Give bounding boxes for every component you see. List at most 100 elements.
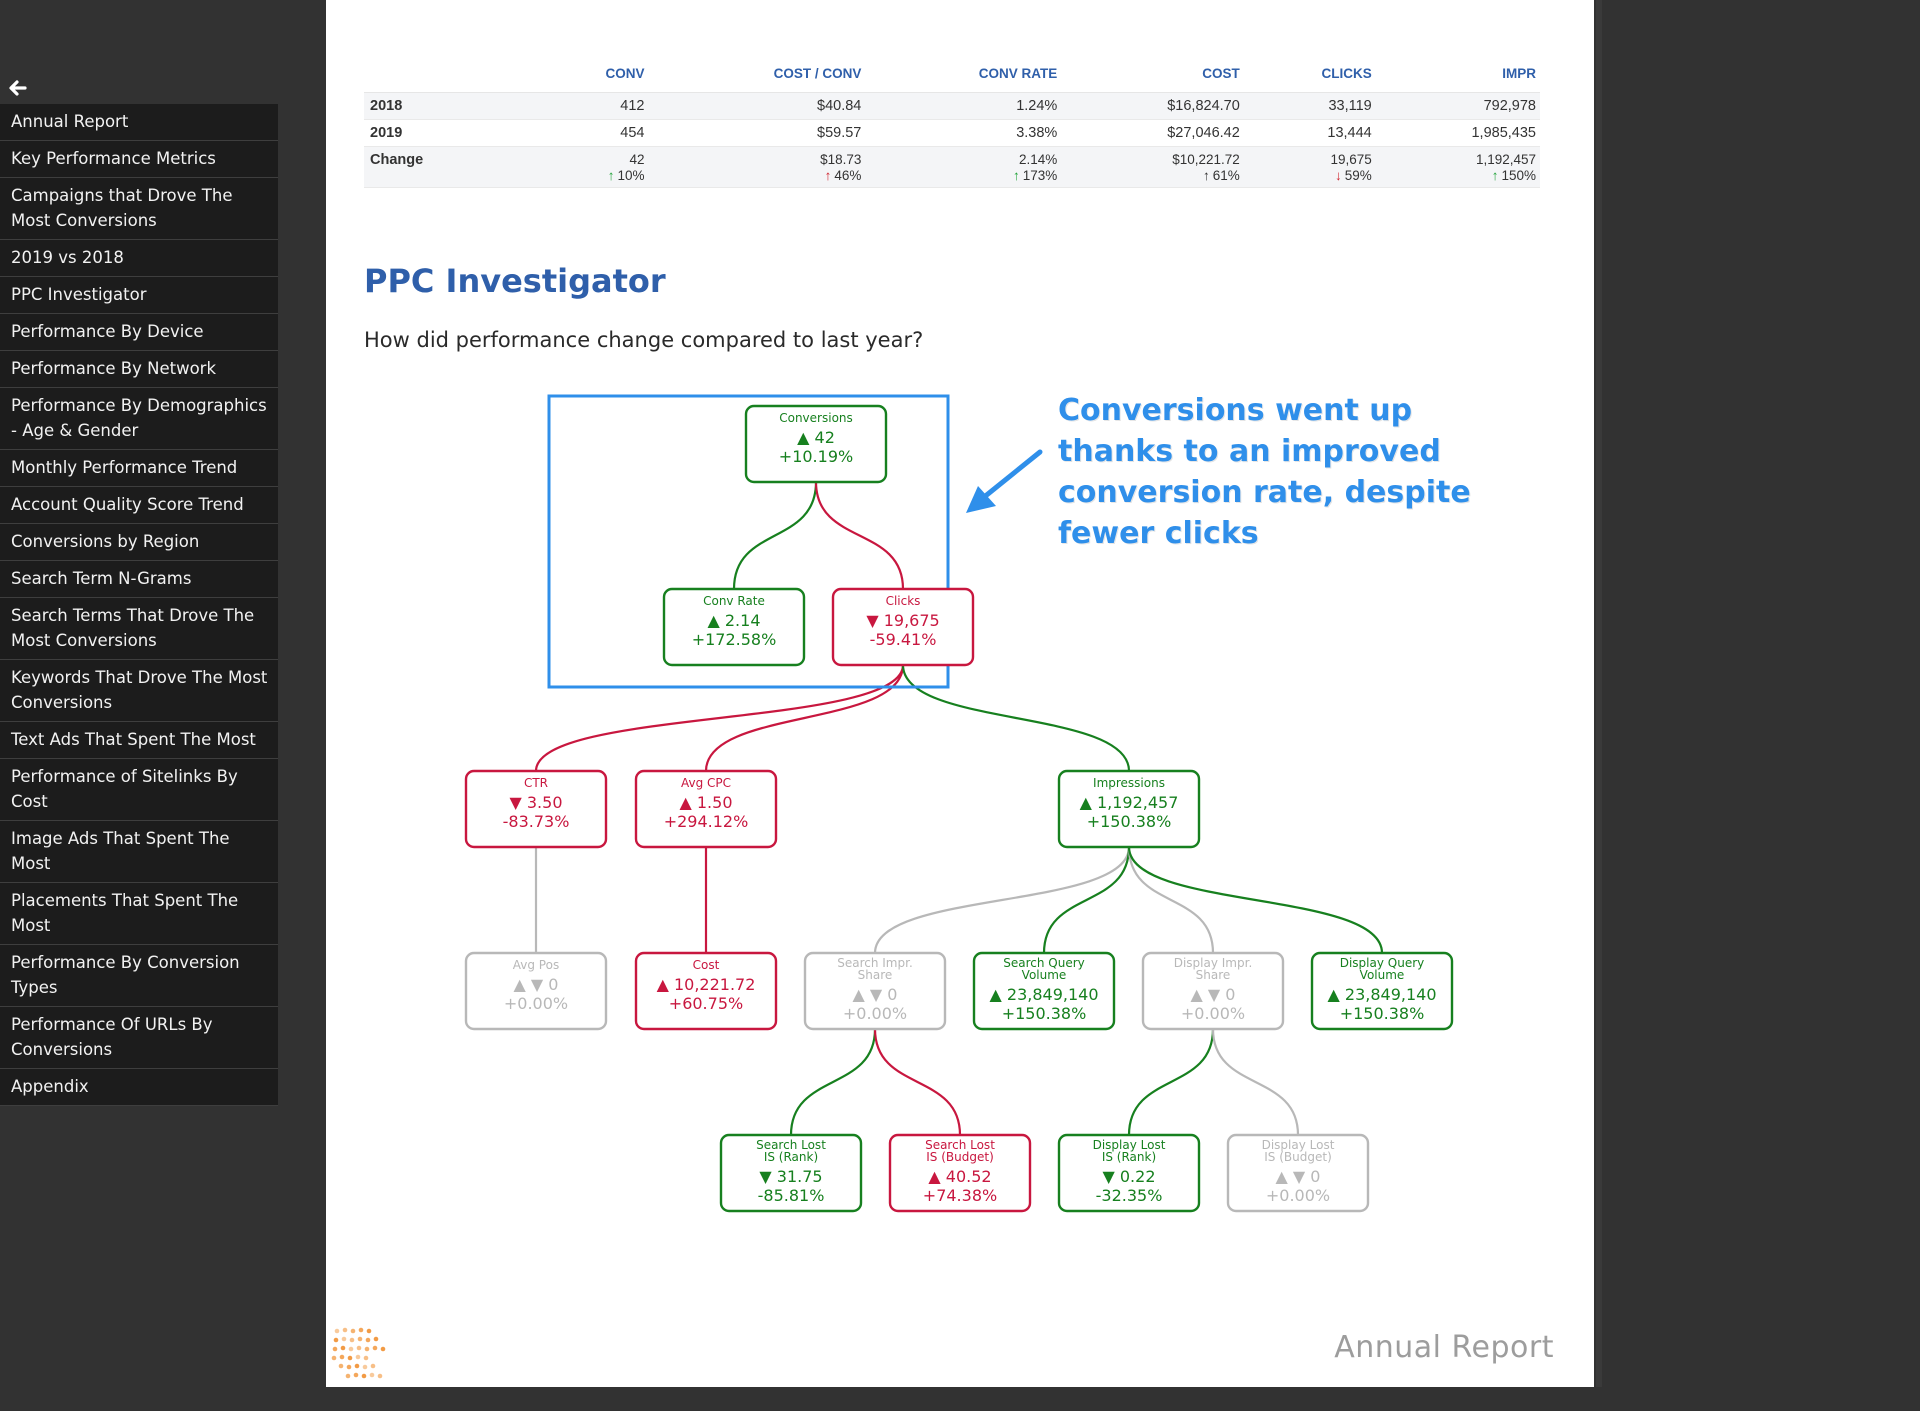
tree-node-percent: +0.00%	[504, 994, 568, 1013]
sidebar-item[interactable]: Appendix	[0, 1069, 278, 1106]
sidebar-item[interactable]: Search Term N-Grams	[0, 561, 278, 598]
tree-node-value: ▲ 10,221.72	[657, 975, 756, 994]
tree-node-label: Volume	[1022, 968, 1067, 982]
tree-node-label: Cost	[693, 958, 720, 972]
sidebar-item[interactable]: Performance By Network	[0, 351, 278, 388]
arrow-up-icon: ↑	[824, 168, 832, 183]
change-percent-text: 173%	[1022, 168, 1058, 183]
table-cell-change: 19,675↓59%	[1243, 146, 1376, 188]
tree-edge-display-impr-share-to-display-lost-budget	[1211, 1028, 1300, 1136]
sidebar-item[interactable]: Performance By Conversion Types	[0, 945, 278, 1007]
tree-node-box	[634, 951, 778, 1031]
sidebar-item[interactable]: Campaigns that Drove The Most Conversion…	[0, 178, 278, 240]
table-header-cost-per-conv: COST / CONV	[648, 62, 866, 93]
logo-dot	[372, 1345, 378, 1351]
callout-text: Conversions went up thanks to an improve…	[1058, 393, 1471, 551]
tree-node-box	[1141, 951, 1285, 1031]
tree-edge-impressions-to-display-impr-share	[1127, 846, 1215, 954]
tree-node-display-impr-share: Display Impr.Share▲ ▼ 0+0.00%	[1141, 951, 1285, 1031]
sidebar-item[interactable]: Annual Report	[0, 104, 278, 141]
tree-node-box	[1226, 1133, 1370, 1213]
tree-node-box	[634, 769, 778, 849]
logo-dot	[363, 1355, 369, 1361]
sidebar-item[interactable]: Monthly Performance Trend	[0, 450, 278, 487]
tree-node-label: Volume	[1360, 968, 1405, 982]
tree-node-label: Impressions	[1093, 776, 1165, 790]
tree-node-percent: -32.35%	[1096, 1186, 1163, 1205]
tree-node-label: Avg Pos	[513, 958, 559, 972]
tree-node-box	[662, 587, 806, 667]
logo-dot	[366, 1328, 372, 1334]
table-cell: $27,046.42	[1061, 119, 1244, 147]
table-cell-change: $10,221.72↑61%	[1061, 146, 1244, 188]
tree-node-value: ▲ 1.50	[679, 793, 732, 812]
table-cell: 792,978	[1375, 92, 1540, 120]
tree-node-value: ▲ 40.52	[928, 1167, 991, 1186]
arrow-up-icon: ↑	[1013, 168, 1020, 183]
tree-node-label: Search Lost	[756, 1138, 826, 1152]
tree-node-percent: -85.81%	[758, 1186, 825, 1205]
tree-node-label: Share	[1196, 968, 1231, 982]
sidebar-item[interactable]: Account Quality Score Trend	[0, 487, 278, 524]
tree-node-label: Display Lost	[1093, 1138, 1166, 1152]
sidebar-item[interactable]: Image Ads That Spent The Most	[0, 821, 278, 883]
table-cell: 3.38%	[865, 119, 1062, 147]
logo-dot	[345, 1373, 351, 1379]
sidebar-item[interactable]: Keywords That Drove The Most Conversions	[0, 660, 278, 722]
row-label: Change	[364, 146, 542, 188]
tree-node-value: ▼ 3.50	[509, 793, 562, 812]
tree-node-box	[1310, 951, 1454, 1031]
change-percent-text: 46%	[834, 168, 862, 183]
tree-node-cost: Cost▲ 10,221.72+60.75%	[634, 951, 778, 1031]
change-value: $18.73	[820, 152, 862, 167]
sidebar-item[interactable]: Text Ads That Spent The Most	[0, 722, 278, 759]
tree-edge-clicks-to-ctr	[534, 664, 905, 772]
table-cell: $59.57	[648, 119, 866, 147]
table-cell: 13,444	[1243, 119, 1376, 147]
row-label: 2019	[364, 119, 542, 147]
tree-node-label: Share	[858, 968, 893, 982]
sidebar-item[interactable]: 2019 vs 2018	[0, 240, 278, 277]
table-cell: 1,985,435	[1375, 119, 1540, 147]
tree-node-label: IS (Budget)	[1264, 1150, 1332, 1164]
tree-node-box	[719, 1133, 863, 1213]
tree-node-box	[464, 769, 608, 849]
page-scrollbar[interactable]	[1596, 0, 1602, 1387]
arrow-up-icon: ↑	[607, 168, 615, 183]
tree-node-label: Avg CPC	[681, 776, 731, 790]
change-value: 19,675	[1330, 152, 1372, 167]
change-value: 42	[629, 152, 645, 167]
sidebar-item[interactable]: Performance By Demographics - Age & Gend…	[0, 388, 278, 450]
back-arrow-icon[interactable]	[6, 76, 28, 100]
logo-dot	[364, 1346, 370, 1352]
tree-node-value: ▲ 1,192,457	[1080, 793, 1179, 812]
tree-node-box	[464, 951, 608, 1031]
logo-dot	[355, 1354, 361, 1360]
logo-dot	[380, 1346, 386, 1352]
tree-node-search-impr-share: Search Impr.Share▲ ▼ 0+0.00%	[803, 951, 947, 1031]
tree-node-box	[744, 404, 888, 484]
sidebar-item[interactable]: Performance By Device	[0, 314, 278, 351]
tree-node-percent: +294.12%	[664, 812, 749, 831]
table-header-row: CONV COST / CONV CONV RATE COST CLICKS I…	[364, 62, 1540, 93]
sidebar-item[interactable]: Conversions by Region	[0, 524, 278, 561]
sidebar-item[interactable]: Placements That Spent The Most	[0, 883, 278, 945]
logo-dot	[332, 1346, 338, 1352]
tree-node-label: Conv Rate	[703, 594, 765, 608]
tree-node-percent: -59.41%	[870, 630, 937, 649]
sidebar-item[interactable]: Key Performance Metrics	[0, 141, 278, 178]
footer-report-label: Annual Report	[1334, 1330, 1554, 1365]
year-comparison-table: CONV COST / CONV CONV RATE COST CLICKS I…	[364, 62, 1540, 188]
sidebar-item[interactable]: Performance of Sitelinks By Cost	[0, 759, 278, 821]
tree-node-value: ▲ 42	[797, 428, 835, 447]
sidebar-item[interactable]: Performance Of URLs By Conversions	[0, 1007, 278, 1069]
tree-node-label: IS (Rank)	[764, 1150, 818, 1164]
change-percent-text: 10%	[617, 168, 645, 183]
logo-dot	[331, 1355, 337, 1361]
tree-node-box	[1057, 769, 1201, 849]
sidebar-item[interactable]: PPC Investigator	[0, 277, 278, 314]
sidebar-item[interactable]: Search Terms That Drove The Most Convers…	[0, 598, 278, 660]
change-value: 1,192,457	[1475, 152, 1536, 167]
